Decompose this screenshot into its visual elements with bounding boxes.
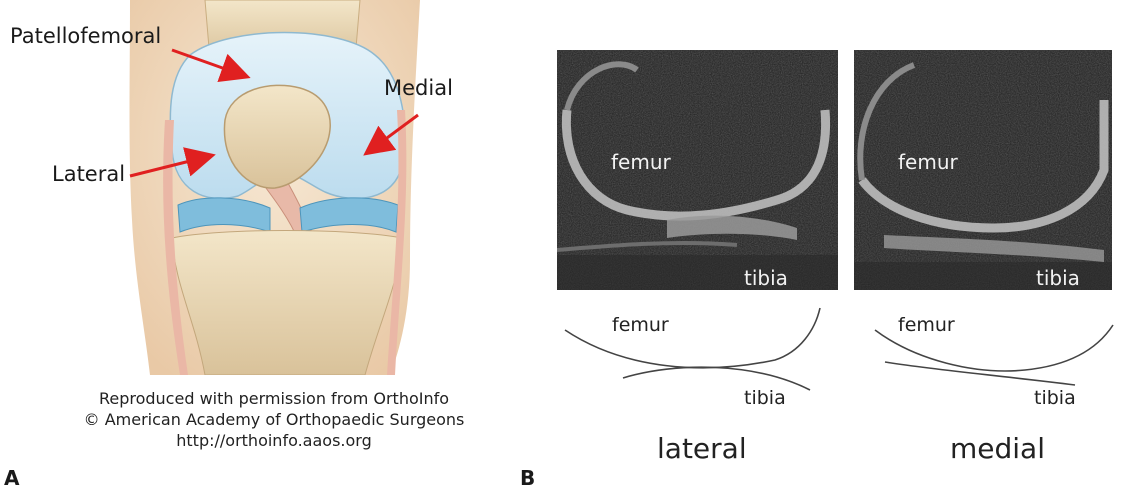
medial-caption: medial xyxy=(950,432,1045,465)
medial-tibia-curve xyxy=(885,362,1075,385)
caption-line-1: Reproduced with permission from OrthoInf… xyxy=(64,388,484,409)
medial-label: Medial xyxy=(384,76,453,100)
lateral-label: Lateral xyxy=(52,162,125,186)
panel-letter-b: B xyxy=(520,466,535,490)
sketch-medial-femur-label: femur xyxy=(898,314,955,336)
patellofemoral-label: Patellofemoral xyxy=(10,24,161,48)
patellofemoral-arrow xyxy=(172,50,245,76)
sketch-lateral-femur-label: femur xyxy=(612,314,669,336)
sketch-medial-tibia-label: tibia xyxy=(1034,387,1076,409)
sketch-lateral-tibia-label: tibia xyxy=(744,387,786,409)
medial-arrow xyxy=(368,115,418,152)
lateral-femur-curve xyxy=(565,308,820,368)
mri-medial-tibia-label: tibia xyxy=(1036,266,1080,290)
copyright-caption: Reproduced with permission from OrthoInf… xyxy=(64,388,484,451)
caption-line-2: © American Academy of Orthopaedic Surgeo… xyxy=(64,409,484,430)
caption-line-3: http://orthoinfo.aaos.org xyxy=(64,430,484,451)
panel-letter-a: A xyxy=(4,466,19,490)
mri-medial-femur-label: femur xyxy=(898,150,958,174)
lateral-arrow xyxy=(130,156,210,176)
mri-lateral-tibia-label: tibia xyxy=(744,266,788,290)
lateral-caption: lateral xyxy=(657,432,747,465)
mri-lateral xyxy=(557,50,838,290)
mri-lateral-femur-label: femur xyxy=(611,150,671,174)
mri-medial xyxy=(854,50,1112,290)
